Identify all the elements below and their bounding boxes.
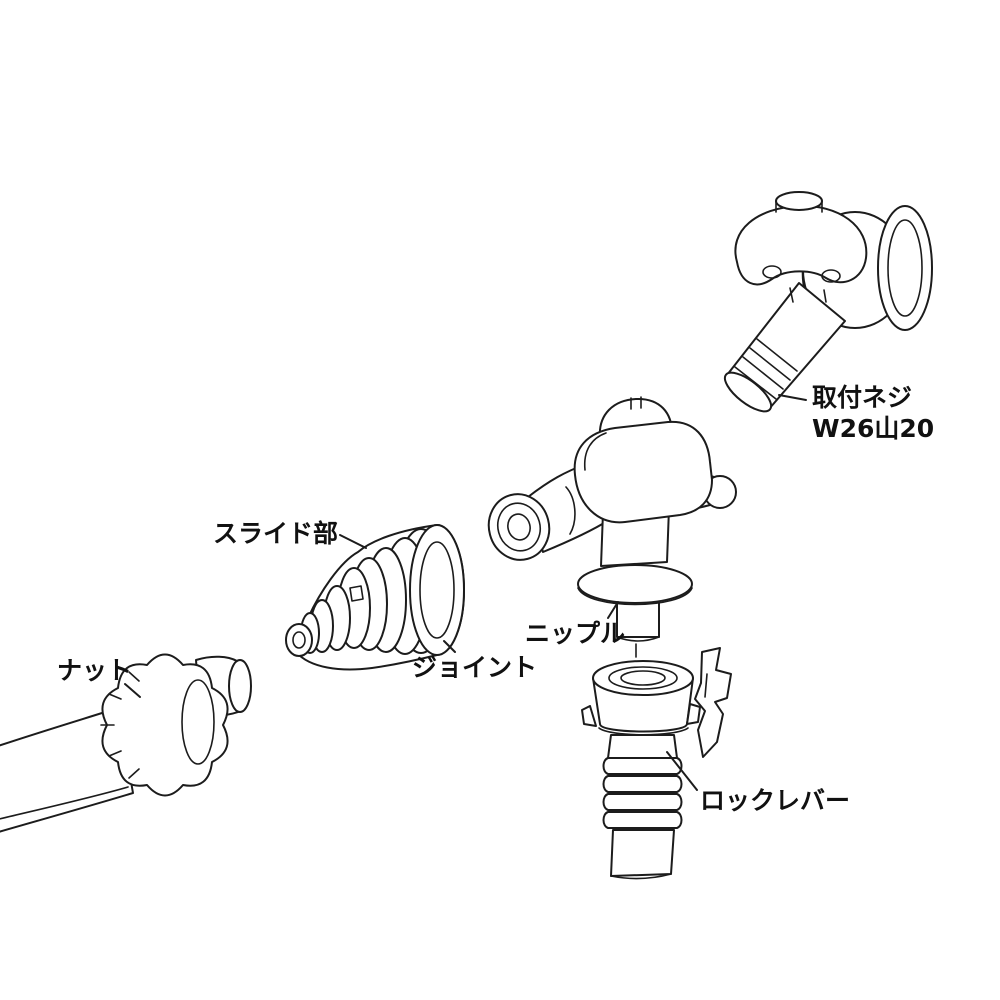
leader-lines <box>124 394 807 791</box>
nipple-hose-end-hole <box>507 513 531 541</box>
nut-leader-line <box>124 683 141 698</box>
nipple-flange <box>577 564 693 604</box>
label-nipple: ニップル <box>525 619 625 648</box>
nut-extension-cap <box>228 659 252 713</box>
faucet-handle <box>734 204 868 286</box>
nut-face-ring <box>181 679 215 765</box>
coupling-rim <box>592 660 694 696</box>
label-mount-thread-line2: W26山20 <box>812 414 934 443</box>
label-lock-lever: ロックレバー <box>700 786 850 815</box>
nut-knurl-marks <box>100 671 140 779</box>
nipple-stub-bottom <box>616 636 660 642</box>
joint-tip-cap <box>285 623 313 657</box>
lock-lever-part <box>694 647 732 758</box>
coupling-rim-inner <box>608 666 678 690</box>
faucet-handle-cap <box>775 191 823 211</box>
coupling-rim-hole <box>620 670 666 686</box>
hose-right-end <box>610 873 672 880</box>
label-nut: ナット <box>57 656 132 685</box>
hose-band-3 <box>602 793 683 811</box>
coupling-neck <box>607 734 678 759</box>
nipple-hose-end-ring <box>496 502 542 552</box>
nipple-main-body <box>573 420 713 524</box>
faucet-handle-stem <box>789 287 827 303</box>
faucet-wall-flange-inner <box>887 219 923 317</box>
faucet-thread-lines <box>734 338 798 400</box>
nipple-hose-connector-ring <box>565 486 576 535</box>
hose-coupling-drawing <box>581 647 732 880</box>
label-mount-thread-line1: 取付ネジ <box>812 383 912 412</box>
nipple-flange-edge <box>577 587 693 606</box>
nut-hose-drawing <box>0 653 252 833</box>
lock-lever-leader-line <box>666 751 698 791</box>
joint-lock-slot <box>349 585 364 602</box>
mount-thread-leader-line <box>778 394 807 401</box>
labels: 取付ネジ W26山20 スライド部 ジョイント ニップル ナット ロックレバー <box>57 383 934 815</box>
faucet-drawing <box>723 191 933 413</box>
faucet-handle-wing-right <box>821 269 841 283</box>
hose-right <box>610 829 675 877</box>
joint-right-face-inner <box>419 541 455 639</box>
lock-lever-detail <box>704 673 708 698</box>
coupling-tab-left <box>581 705 597 727</box>
faucet-handle-wing-left <box>762 265 782 279</box>
hose-band-4 <box>602 811 683 829</box>
joint-leader-line <box>443 640 456 653</box>
label-slide-part: スライド部 <box>213 519 338 548</box>
label-joint: ジョイント <box>412 653 537 682</box>
hose-band-1 <box>602 757 683 775</box>
faucet-wall-flange <box>877 205 933 331</box>
coupling-tab-right <box>686 703 701 725</box>
joint-right-face <box>409 524 465 656</box>
hose-band-2 <box>602 775 683 793</box>
nipple-body-contour <box>583 432 607 471</box>
joint-drawing <box>285 524 465 671</box>
hose-left-shading <box>0 786 129 820</box>
joint-tip-hole <box>292 631 306 649</box>
slide-part-leader-line <box>339 534 367 549</box>
nipple-drawing <box>487 396 737 658</box>
nipple-leader-line <box>607 601 619 619</box>
hose-left <box>0 707 134 833</box>
nipple-top-cap-slot <box>630 396 642 410</box>
